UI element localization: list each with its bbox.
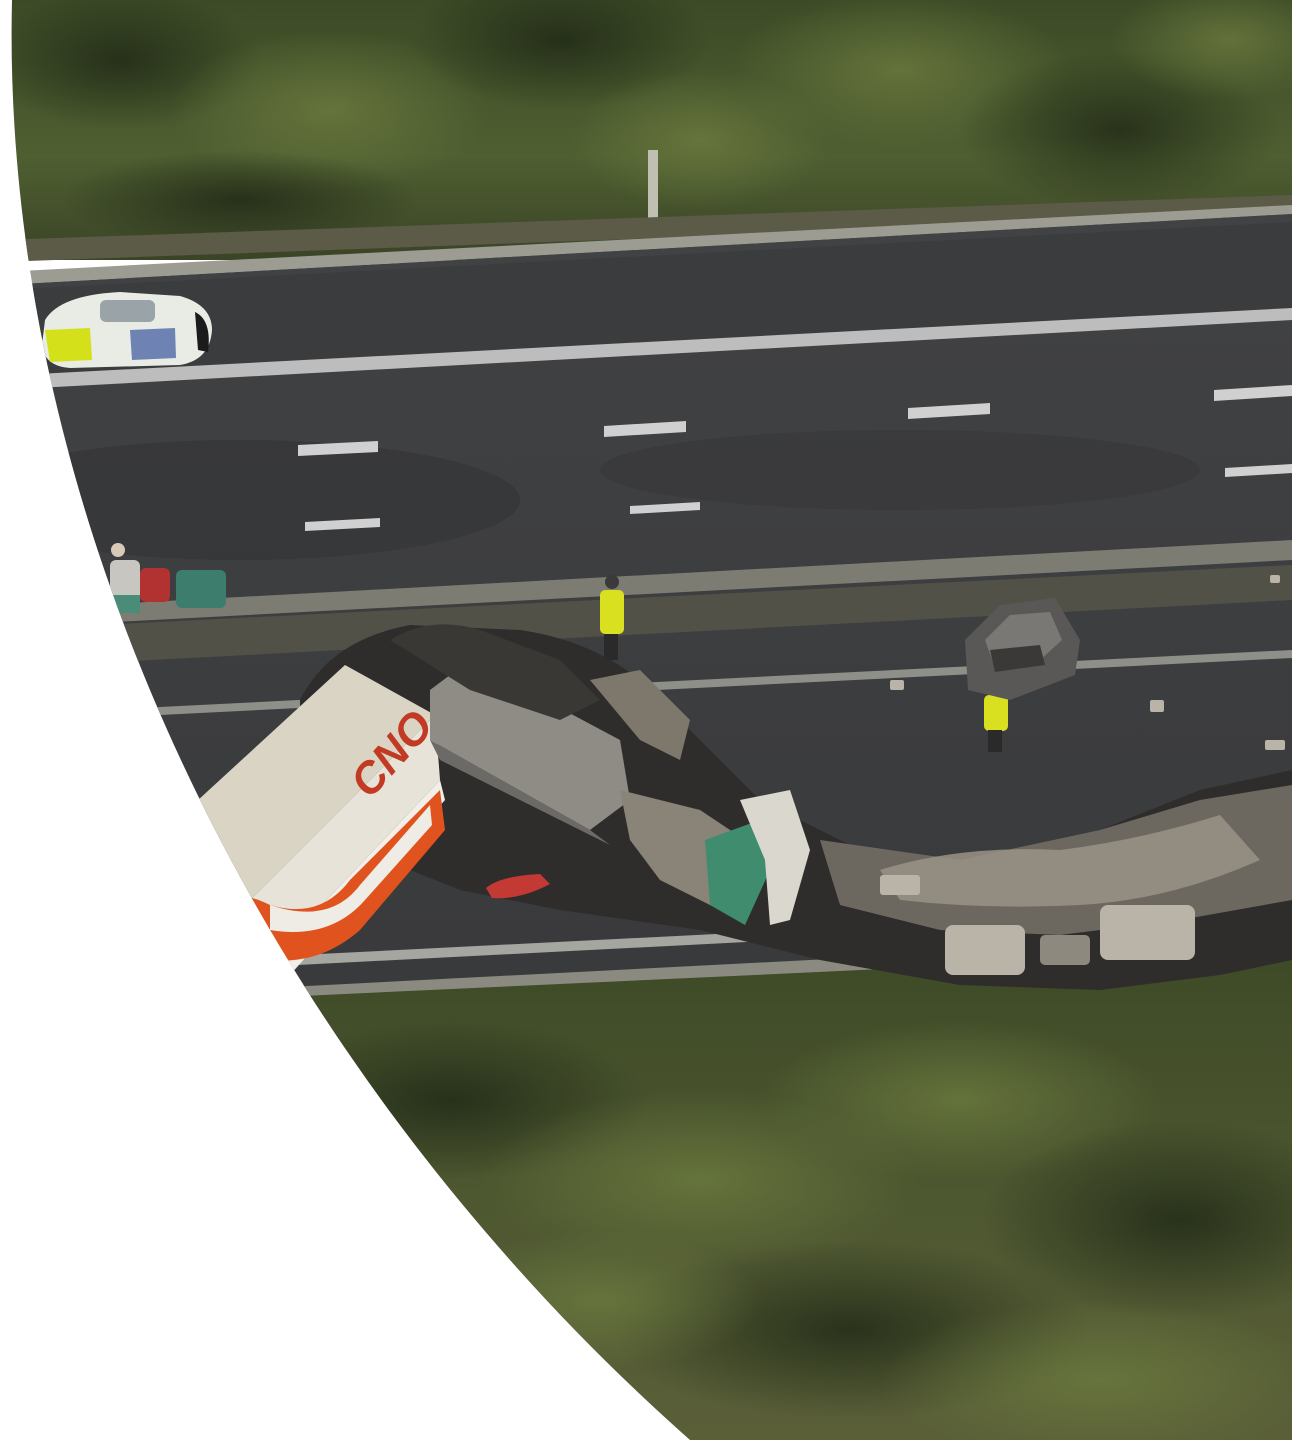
central-reservation bbox=[11, 540, 1292, 628]
police-car bbox=[42, 292, 212, 368]
overturned-trailer: CNO bbox=[160, 665, 445, 975]
tree-canopy-texture bbox=[11, 0, 1292, 250]
lane-dashes-upper bbox=[35, 385, 1292, 548]
workers-group bbox=[100, 543, 226, 613]
tree-trunk bbox=[648, 150, 658, 220]
top-verge bbox=[11, 195, 1292, 262]
green-trailer-wreck bbox=[620, 790, 810, 925]
lorry-cab-wreck bbox=[390, 624, 690, 845]
top-barrier bbox=[11, 205, 1292, 285]
burned-car-right bbox=[965, 598, 1080, 700]
hard-shoulder bbox=[11, 222, 1292, 378]
hi-vis-worker-1 bbox=[600, 575, 624, 660]
tree-canopy-bottom-texture bbox=[250, 1020, 1292, 1440]
central-barrier bbox=[11, 565, 1292, 668]
red-debris bbox=[486, 874, 550, 899]
debris bbox=[880, 575, 1285, 975]
edge-line-1 bbox=[11, 308, 1292, 390]
